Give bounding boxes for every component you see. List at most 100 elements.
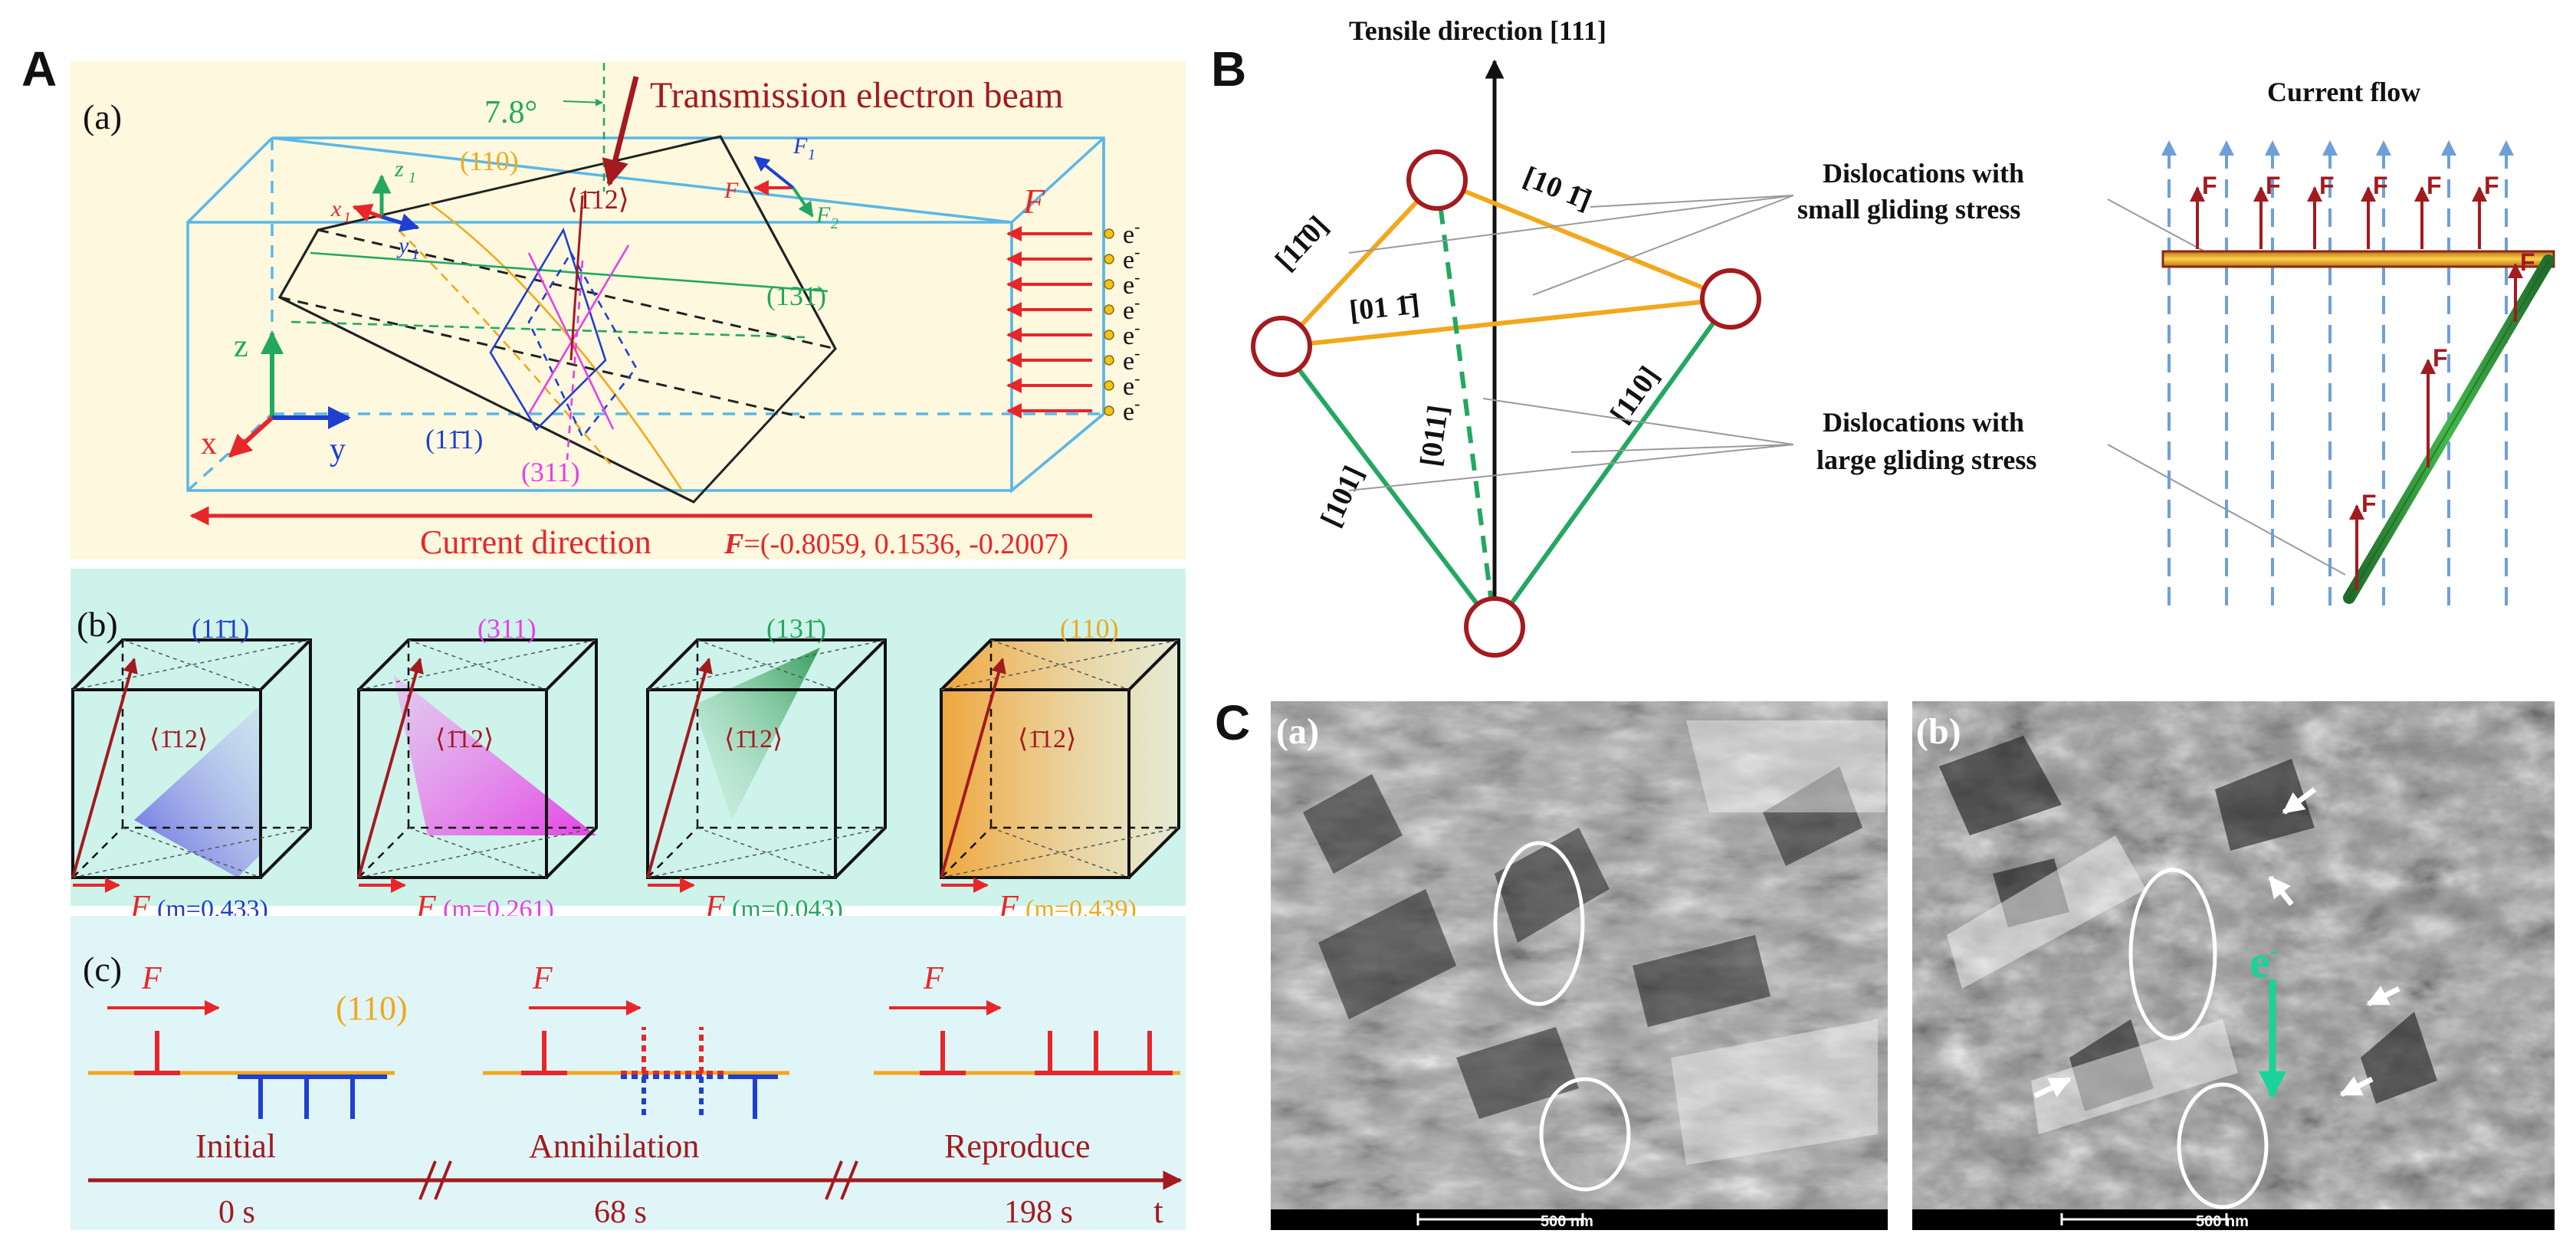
local-z-label: z: [394, 156, 404, 182]
panel-label-b: B: [1211, 41, 1246, 97]
cube-4: (110)⟨1̄12⟩F(m=0.439): [940, 613, 1180, 925]
panel-a-sub-c: (c) F F F (110): [71, 916, 1186, 1230]
local-y-label: y: [396, 233, 409, 258]
cube-diagonal: [697, 639, 836, 691]
electron-label: e-: [1123, 394, 1140, 426]
F-vector-value: =(-0.8059, 0.1536, -0.2007): [743, 528, 1068, 560]
force-legend: F F 1 F 2: [724, 133, 838, 232]
force-label: F: [2202, 172, 2217, 199]
cube-diagonal: [697, 827, 836, 878]
cube-edge: [545, 638, 598, 691]
dislocations-annihilation: [521, 1027, 778, 1119]
large-stress-label-2: large gliding stress: [1816, 445, 2036, 475]
panel-c: 500 nm (a) 500 nm: [1271, 701, 2555, 1230]
cube-diagonal: [358, 639, 597, 691]
direction-112-arrow: [357, 658, 424, 878]
highlight-ellipse-b2: [2177, 1082, 2269, 1209]
scale-label-b: 500 nm: [2196, 1213, 2249, 1230]
cube-front: [71, 688, 262, 879]
cube-diagonal: [940, 827, 1180, 878]
F-vector-label: F=(-0.8059, 0.1536, -0.2007): [724, 528, 1068, 560]
local-x-label: x: [330, 196, 342, 221]
electron-dot: [1104, 330, 1114, 340]
current-direction-label: Current direction: [420, 523, 651, 561]
electron-dot: [1104, 380, 1114, 391]
electron-label: e-: [1123, 369, 1140, 401]
highlight-ellipse-a1: [1493, 841, 1585, 1006]
edge-label-011: [011]: [1414, 403, 1455, 468]
slip-plane-fill: [134, 705, 261, 878]
tem-image-a: 500 nm (a): [1271, 701, 1888, 1230]
time-axis-breaks: [418, 1160, 858, 1200]
cube-1: (11̄1)⟨1̄12⟩F(m=0.433): [71, 613, 312, 925]
horizontal-dislocation-rod: [2161, 250, 2555, 268]
panel-a-sub-b: (b) (11̄1)⟨1̄12⟩F(m=0.433)(311)⟨1̄12⟩F(m…: [71, 569, 1186, 925]
edge-label-01-1: [01 1̄]: [1348, 288, 1422, 327]
force-label: F: [2427, 172, 2442, 199]
tem-label-b: (b): [1916, 711, 1961, 752]
local-x-sub: 1: [343, 209, 351, 226]
stage-annihilation-label: Annihilation: [529, 1127, 699, 1165]
electron-label: e-: [1123, 267, 1140, 300]
electron-label: e-: [1123, 343, 1140, 376]
local-z-sub: 1: [409, 169, 416, 186]
time-0-label: 0 s: [218, 1195, 255, 1230]
current-flow-lines: [2161, 140, 2514, 605]
time-68-label: 68 s: [594, 1195, 647, 1230]
cube-front: [940, 688, 1130, 879]
force-F2-label: F: [815, 202, 831, 228]
electron-label: e-: [1123, 242, 1140, 274]
cube-diagonal: [990, 639, 1130, 691]
electron-dot: [1104, 254, 1114, 264]
edge-label-1-10: [11̄0]: [1269, 210, 1334, 277]
electron-column: e-e-e-e-e-e-e-e-: [1104, 217, 1140, 426]
electron-dot: [1104, 279, 1114, 290]
time-198-label: 198 s: [1004, 1195, 1073, 1230]
electron-dot: [1104, 228, 1114, 239]
electron-dot: [1104, 355, 1114, 366]
sub-label-c: (c): [83, 950, 122, 989]
direction-112-arrow: [646, 658, 713, 878]
panel-a-sub-a: (a): [71, 61, 1186, 561]
cube-diagonal: [408, 827, 547, 878]
cube-plane-label: (311): [477, 613, 537, 644]
cube-diagonal: [647, 639, 886, 691]
cube-diagonal: [940, 639, 1180, 691]
cube-edge: [1127, 638, 1180, 691]
cube-diagonal: [358, 827, 597, 878]
stage-reproduce-label: Reproduce: [944, 1127, 1091, 1165]
sub-label-a: (a): [83, 97, 122, 136]
axis-x-label: x: [201, 426, 217, 461]
plane-13-1-label: (131̄): [766, 281, 826, 311]
cube-diagonal: [122, 827, 261, 878]
force-label: F: [2484, 172, 2499, 199]
highlight-ellipse-b1: [2128, 868, 2217, 1041]
cube-edge: [834, 638, 887, 691]
cube-diagonal: [72, 639, 311, 691]
force-label: F: [2520, 248, 2535, 276]
local-axes: z 1 y 1 x 1: [330, 156, 420, 263]
dislocations-initial: [134, 1031, 387, 1119]
cube-direction-label: ⟨1̄12⟩: [435, 725, 494, 753]
cube-diagonal: [122, 639, 261, 691]
electron-label: e-: [1123, 318, 1140, 350]
panel-b: Tensile direction [111] [10 1̄] [11̄0] […: [1251, 15, 2555, 658]
time-axis-t-label: t: [1153, 1191, 1163, 1230]
tensile-direction-label: Tensile direction [111]: [1349, 15, 1606, 46]
force-arrow-column: [1006, 226, 1092, 418]
panel-label-c: C: [1215, 695, 1250, 750]
cube-edge: [259, 638, 312, 691]
plane-traces: [290, 202, 829, 491]
force-label: F: [2319, 172, 2335, 199]
stage-F-2: F: [532, 961, 553, 996]
axis-y-label: y: [330, 432, 346, 468]
edge-label-101: [101]: [1314, 461, 1370, 531]
beam-label: Transmission electron beam: [650, 75, 1063, 116]
force-arrows-label: F: [1022, 182, 1045, 221]
direction-112-label: ⟨1̄12⟩: [567, 184, 629, 215]
electron-flow-label: e-: [2249, 937, 2279, 987]
stage-initial-label: Initial: [195, 1127, 276, 1165]
beam-angle-pointer: [563, 98, 603, 107]
